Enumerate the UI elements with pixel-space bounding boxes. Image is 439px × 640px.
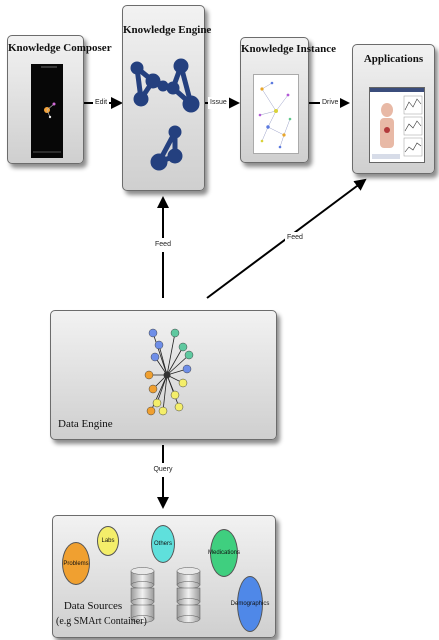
data-sources-box: Problems Labs Others Medications Demogra… <box>52 515 276 638</box>
applications-box: Applications <box>352 44 435 174</box>
database-icon <box>130 567 155 623</box>
data-sources-subtitle: (e.g SMArt Container) <box>56 616 147 627</box>
edit-label: Edit <box>93 97 110 109</box>
data-sources-title: Data Sources <box>63 600 123 612</box>
feed-diagonal-label: Feed <box>285 232 305 244</box>
feed-vertical-label: Feed <box>152 238 174 252</box>
molecule-icon <box>150 125 183 171</box>
data-engine-network-icon <box>144 328 194 416</box>
knowledge-instance-title: Knowledge Instance <box>241 43 337 55</box>
knowledge-composer-title: Knowledge Composer <box>8 42 112 54</box>
issue-label: Issue <box>208 97 229 109</box>
labs-bubble: Labs <box>97 526 119 556</box>
instance-graph-image <box>253 74 299 154</box>
knowledge-composer-box: Knowledge Composer <box>7 35 112 164</box>
applications-title: Applications <box>363 53 424 65</box>
database-icon <box>176 567 201 623</box>
query-label: Query <box>150 463 176 477</box>
data-engine-title: Data Engine <box>58 418 113 430</box>
composer-screen-image <box>31 64 63 158</box>
knowledge-instance-box: Knowledge Instance <box>240 37 337 163</box>
data-engine-box: Data Engine <box>50 310 277 440</box>
molecule-icon <box>130 61 169 107</box>
database-icon-group <box>130 567 201 623</box>
medications-bubble: Medications <box>208 529 240 577</box>
molecule-icon-group <box>130 58 200 171</box>
problems-bubble: Problems <box>62 542 90 585</box>
knowledge-engine-box: Knowledge Engine <box>122 5 212 191</box>
application-screenshot-image <box>369 87 425 163</box>
molecule-icon <box>166 58 200 113</box>
demographics-bubble: Demographics <box>231 576 269 632</box>
drive-label: Drive <box>320 97 341 109</box>
others-bubble: Others <box>151 525 175 563</box>
knowledge-engine-title: Knowledge Engine <box>123 24 212 36</box>
